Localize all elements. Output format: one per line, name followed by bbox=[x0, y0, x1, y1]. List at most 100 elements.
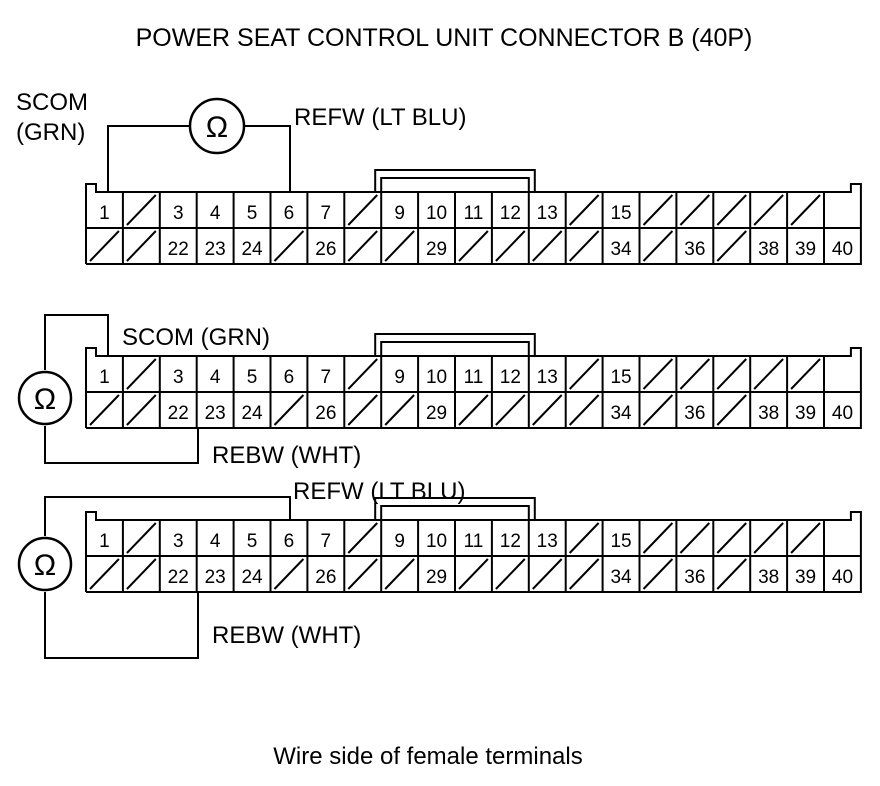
empty-cavity-slash bbox=[716, 230, 747, 262]
empty-cavity-slash bbox=[679, 522, 711, 554]
empty-cavity-slash bbox=[568, 194, 600, 226]
empty-cavity-slash bbox=[273, 394, 305, 426]
diagram-title: POWER SEAT CONTROL UNIT CONNECTOR B (40P… bbox=[136, 24, 753, 52]
pin-number: 26 bbox=[315, 403, 336, 424]
empty-cavity-slash bbox=[753, 194, 784, 226]
empty-cavity-slash bbox=[568, 558, 600, 590]
empty-cavity-slash bbox=[642, 558, 674, 590]
pin-number: 40 bbox=[832, 567, 853, 588]
pin-number: 1 bbox=[99, 203, 110, 224]
empty-cavity-slash bbox=[89, 558, 120, 590]
pin-number: 13 bbox=[537, 367, 558, 388]
pin-number: 40 bbox=[832, 239, 853, 260]
pin-number: 7 bbox=[321, 367, 332, 388]
empty-cavity-slash bbox=[126, 358, 157, 390]
ohmmeter-icon: Ω bbox=[17, 370, 73, 426]
empty-cavity-slash bbox=[532, 230, 563, 262]
scom-label: SCOM bbox=[16, 89, 88, 116]
test-3-wiring bbox=[44, 496, 291, 659]
empty-cavity-slash bbox=[384, 558, 415, 590]
empty-cavity-slash bbox=[347, 522, 378, 554]
ohm-symbol: Ω bbox=[34, 383, 56, 416]
empty-cavity-slash bbox=[347, 558, 378, 590]
pin-number: 29 bbox=[426, 239, 447, 260]
test-2-wiring bbox=[44, 314, 199, 464]
empty-cavity-slash bbox=[716, 394, 747, 426]
test-1-wiring bbox=[107, 125, 291, 192]
pin-number: 22 bbox=[168, 239, 189, 260]
empty-cavity-slash bbox=[753, 522, 784, 554]
pin-number: 38 bbox=[758, 403, 779, 424]
scom-label: SCOM (GRN) bbox=[122, 324, 270, 351]
pin-number: 40 bbox=[832, 403, 853, 424]
empty-cavity-slash bbox=[716, 358, 747, 390]
empty-cavity-slash bbox=[679, 194, 711, 226]
empty-cavity-slash bbox=[716, 194, 747, 226]
pin-number: 12 bbox=[500, 367, 521, 388]
pin-number: 23 bbox=[205, 403, 226, 424]
pin-number: 36 bbox=[684, 239, 705, 260]
pin-number: 10 bbox=[426, 531, 447, 552]
pin-number: 6 bbox=[284, 203, 295, 224]
empty-cavity-slash bbox=[790, 358, 821, 390]
connector-frame bbox=[85, 497, 862, 593]
pin-number: 1 bbox=[99, 367, 110, 388]
pin-number: 29 bbox=[426, 567, 447, 588]
pin-number: 11 bbox=[464, 367, 484, 388]
pin-number: 39 bbox=[795, 403, 816, 424]
empty-cavity-slash bbox=[495, 558, 526, 590]
ohm-symbol: Ω bbox=[34, 549, 56, 582]
pin-number: 5 bbox=[247, 203, 258, 224]
pin-number: 11 bbox=[464, 203, 484, 224]
connector-frame bbox=[85, 169, 862, 265]
empty-cavity-slash bbox=[126, 230, 157, 262]
pin-number: 24 bbox=[241, 239, 263, 260]
pin-number: 4 bbox=[210, 367, 221, 388]
pin-number: 38 bbox=[758, 239, 779, 260]
pin-number: 3 bbox=[173, 367, 184, 388]
empty-cavity-slash bbox=[642, 194, 674, 226]
pin-number: 24 bbox=[241, 403, 263, 424]
empty-cavity-slash bbox=[347, 230, 378, 262]
pin-number: 22 bbox=[168, 403, 189, 424]
pin-number: 13 bbox=[537, 203, 558, 224]
connector-frame bbox=[85, 333, 862, 429]
pin-number: 29 bbox=[426, 403, 447, 424]
empty-cavity-slash bbox=[753, 358, 784, 390]
empty-cavity-slash bbox=[642, 230, 674, 262]
empty-cavity-slash bbox=[568, 358, 600, 390]
pin-number: 15 bbox=[610, 531, 631, 552]
ohmmeter-icon: Ω bbox=[17, 536, 73, 592]
pin-number: 39 bbox=[795, 239, 816, 260]
empty-cavity-slash bbox=[642, 394, 674, 426]
empty-cavity-slash bbox=[273, 230, 305, 262]
empty-cavity-slash bbox=[126, 558, 157, 590]
pin-number: 10 bbox=[426, 203, 447, 224]
pin-number: 11 bbox=[464, 531, 484, 552]
empty-cavity-slash bbox=[568, 394, 600, 426]
pin-number: 24 bbox=[241, 567, 263, 588]
pin-number: 5 bbox=[247, 367, 258, 388]
empty-cavity-slash bbox=[568, 230, 600, 262]
empty-cavity-slash bbox=[126, 522, 157, 554]
pin-number: 34 bbox=[610, 567, 632, 588]
ohmmeter-icon: Ω bbox=[188, 97, 246, 155]
empty-cavity-slash bbox=[347, 194, 378, 226]
pin-number: 10 bbox=[426, 367, 447, 388]
pin-number: 4 bbox=[210, 203, 221, 224]
empty-cavity-slash bbox=[679, 358, 711, 390]
empty-cavity-slash bbox=[568, 522, 600, 554]
empty-cavity-slash bbox=[347, 358, 378, 390]
pin-number: 3 bbox=[173, 531, 184, 552]
pin-number: 1 bbox=[99, 531, 110, 552]
pin-number: 26 bbox=[315, 239, 336, 260]
empty-cavity-slash bbox=[495, 394, 526, 426]
empty-cavity-slash bbox=[790, 194, 821, 226]
empty-cavity-slash bbox=[126, 194, 157, 226]
pin-number: 22 bbox=[168, 567, 189, 588]
